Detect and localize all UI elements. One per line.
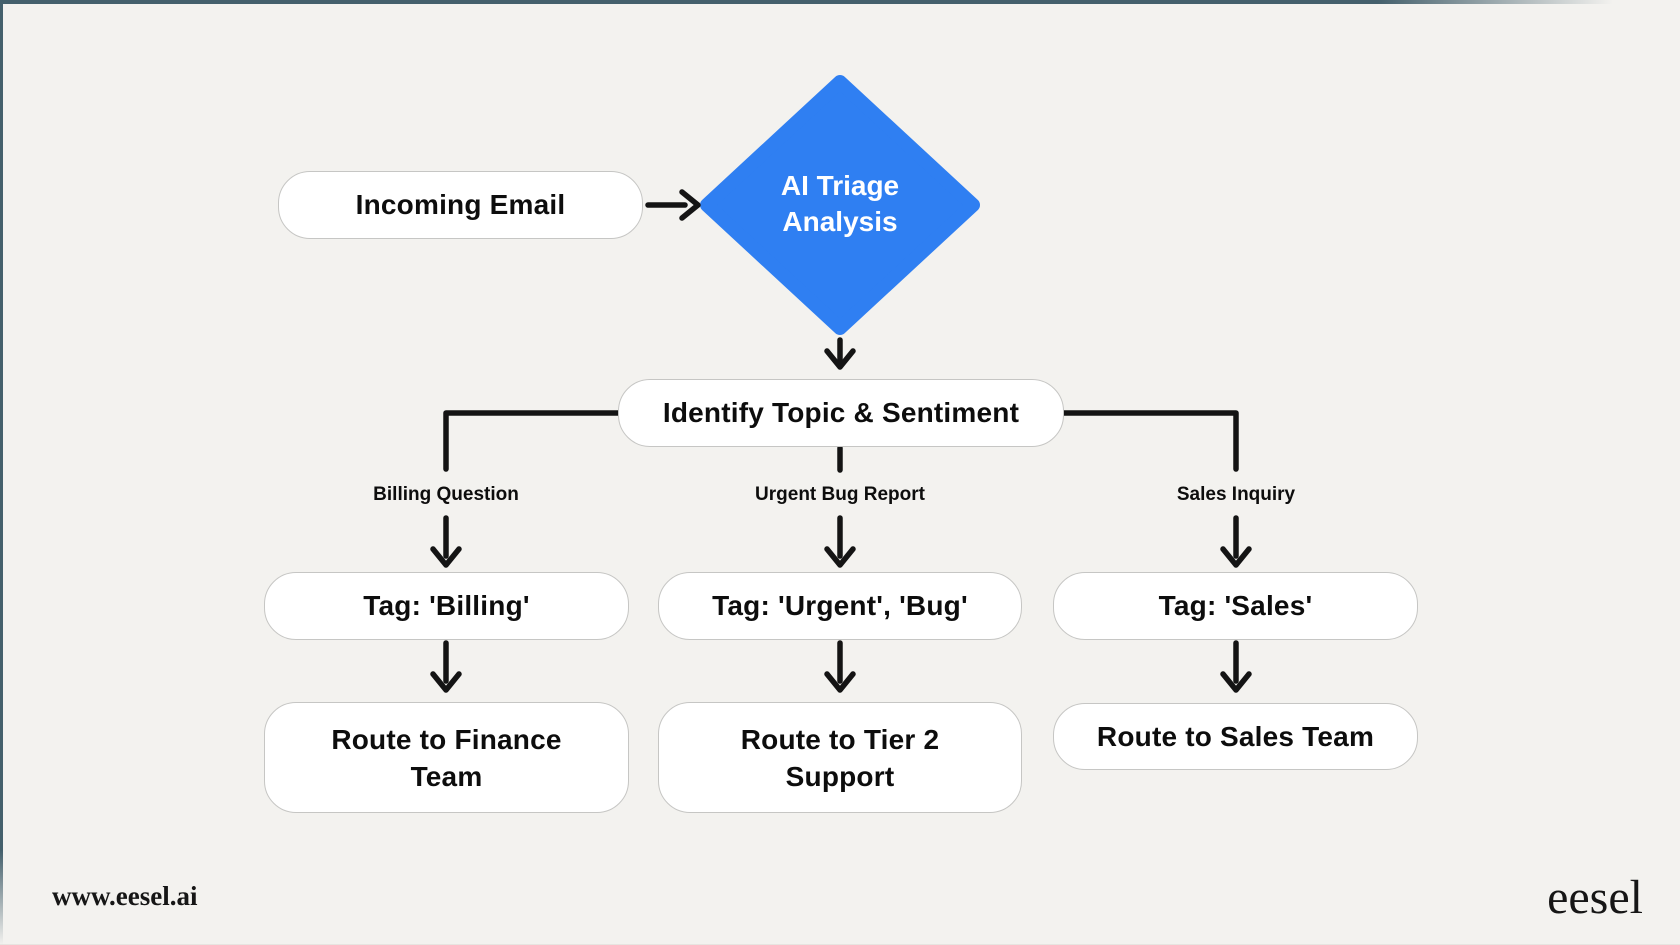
arrowhead-down-icon [1220, 671, 1252, 693]
node-ai-triage-analysis: AI Triage Analysis [720, 168, 960, 240]
triage-label-line1: AI Triage [780, 170, 900, 201]
arrow-sales-condition-to-tag [1220, 515, 1252, 568]
window-top-edge [0, 0, 1680, 4]
node-tag-billing: Tag: 'Billing' [264, 572, 629, 640]
arrow-bug-condition-to-tag [824, 515, 856, 568]
arrow-bug-tag-to-route [824, 640, 856, 693]
footer-website-url: www.eesel.ai [52, 881, 198, 911]
node-tag-sales: Tag: 'Sales' [1053, 572, 1418, 640]
arrowhead-right-icon [679, 189, 701, 221]
node-incoming-email: Incoming Email [278, 171, 643, 239]
node-route-tier2-support: Route to Tier 2 Support [658, 702, 1022, 813]
node-route-sales-team: Route to Sales Team [1053, 703, 1418, 770]
arrowhead-down-icon [430, 546, 462, 568]
branch-label-billing-question: Billing Question [373, 484, 519, 505]
node-tag-urgent-bug: Tag: 'Urgent', 'Bug' [658, 572, 1022, 640]
connector-triage-to-identify [824, 337, 856, 370]
arrow-billing-condition-to-tag [430, 515, 462, 568]
arrowhead-down-icon [430, 671, 462, 693]
arrowhead-down-icon [824, 348, 856, 370]
arrowhead-down-icon [824, 671, 856, 693]
node-route-finance-team: Route to Finance Team [264, 702, 629, 813]
node-identify-topic-sentiment: Identify Topic & Sentiment [618, 379, 1064, 447]
eesel-logo: eesel [1547, 871, 1643, 924]
connector-email-to-triage [645, 189, 701, 221]
arrowhead-down-icon [824, 546, 856, 568]
arrow-billing-tag-to-route [430, 640, 462, 693]
window-left-edge [0, 0, 3, 945]
triage-label-line2: Analysis [782, 206, 898, 237]
arrow-sales-tag-to-route [1220, 640, 1252, 693]
connector-identify-to-billing-branch [443, 410, 621, 472]
arrowhead-down-icon [1220, 546, 1252, 568]
branch-label-urgent-bug-report: Urgent Bug Report [755, 484, 925, 505]
branch-label-sales-inquiry: Sales Inquiry [1176, 484, 1296, 505]
connector-identify-to-sales-branch [1059, 410, 1239, 472]
